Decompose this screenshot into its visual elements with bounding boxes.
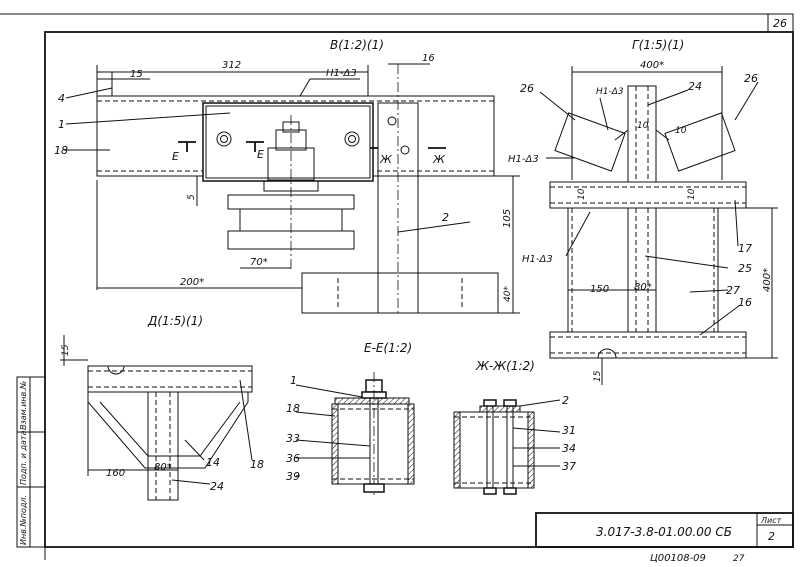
view-g-weld-note-2: Н1-Δ3 bbox=[508, 154, 539, 165]
stamp-vzam-inv: Взам.инв.№ bbox=[19, 381, 28, 430]
view-g-callout-25: 25 bbox=[738, 262, 752, 275]
view-v-dim-40: 40* bbox=[503, 286, 513, 302]
view-d-dim-15: 15 bbox=[61, 344, 71, 356]
stamp-podp-data: Подп. и дата bbox=[19, 430, 28, 485]
section-ee: Е-Е(1:2) bbox=[295, 341, 415, 496]
section-zhzh-callout-37: 37 bbox=[562, 460, 576, 473]
section-ee-callout-1: 1 bbox=[290, 374, 297, 387]
section-ee-callout-39: 39 bbox=[286, 470, 300, 483]
view-d-title: Д(1:5)(1) bbox=[147, 314, 203, 328]
sheet-frame bbox=[0, 13, 794, 560]
view-d-callout-18: 18 bbox=[250, 458, 264, 471]
view-d: Д(1:5)(1) bbox=[60, 314, 253, 501]
view-v-dim-5: 5 bbox=[187, 194, 197, 200]
view-g-dim-10-c: 10 bbox=[577, 188, 587, 200]
view-v-callout-2: 2 bbox=[442, 211, 449, 224]
title-block bbox=[535, 512, 794, 548]
bottom-code: Ц00108-09 bbox=[650, 553, 706, 564]
view-v-dim-15: 15 bbox=[130, 69, 143, 80]
view-g: Г(1:5)(1) bbox=[539, 38, 778, 385]
view-d-dim-160: 160 bbox=[106, 468, 125, 479]
view-v: В(1:2)(1) bbox=[64, 38, 520, 314]
view-v-title: В(1:2)(1) bbox=[330, 38, 384, 52]
section-ee-callout-33: 33 bbox=[286, 432, 300, 445]
document-code: 3.017-3.8-01.00.00 СБ bbox=[596, 525, 732, 539]
view-g-dim-15: 15 bbox=[593, 370, 603, 382]
view-g-callout-27: 27 bbox=[726, 284, 740, 297]
view-d-callout-24: 24 bbox=[210, 480, 224, 493]
view-g-dim-400-top: 400* bbox=[640, 60, 664, 71]
stamp-inv-podl: Инв.№подл. bbox=[19, 495, 28, 545]
section-zhzh-title: Ж-Ж(1:2) bbox=[475, 359, 535, 373]
view-v-callout-4: 4 bbox=[58, 92, 65, 105]
view-g-dim-150: 150 bbox=[590, 284, 609, 295]
view-v-dim-312: 312 bbox=[222, 60, 241, 71]
section-ee-callout-18: 18 bbox=[286, 402, 300, 415]
section-mark-e-right: Е bbox=[257, 148, 264, 161]
view-g-title: Г(1:5)(1) bbox=[632, 38, 684, 52]
section-zhzh: Ж-Ж(1:2) bbox=[453, 359, 561, 495]
sheet-label: Лист bbox=[760, 516, 782, 525]
view-g-callout-16: 16 bbox=[738, 296, 752, 309]
view-v-callout-18: 18 bbox=[54, 144, 68, 157]
view-g-dim-10-d: 10 bbox=[687, 188, 697, 200]
view-g-callout-26-left: 26 bbox=[520, 82, 534, 95]
view-v-dim-70: 70* bbox=[250, 257, 268, 268]
section-mark-zh-right: Ж bbox=[432, 153, 446, 166]
view-g-callout-17: 17 bbox=[738, 242, 752, 255]
view-g-dim-400-right: 400* bbox=[762, 268, 773, 292]
bottom-page: 27 bbox=[733, 554, 745, 564]
view-v-callout-1: 1 bbox=[58, 118, 65, 131]
view-v-weld-note: Н1-Δ3 bbox=[326, 68, 357, 79]
view-g-dim-10-b: 10 bbox=[675, 126, 687, 136]
view-v-dim-105: 105 bbox=[502, 209, 513, 228]
view-d-callout-14: 14 bbox=[206, 456, 220, 469]
section-mark-zh-left: Ж bbox=[379, 153, 393, 166]
section-zhzh-callout-31: 31 bbox=[562, 424, 576, 437]
page-corner-number: 26 bbox=[773, 17, 787, 30]
sheet-number: 2 bbox=[768, 530, 775, 543]
view-g-dim-10-a: 10 bbox=[637, 121, 649, 131]
section-zhzh-callout-2: 2 bbox=[562, 394, 569, 407]
view-g-callout-26-right: 26 bbox=[744, 72, 758, 85]
section-mark-e-left: Е bbox=[172, 150, 179, 163]
view-v-dim-200: 200* bbox=[180, 277, 204, 288]
section-zhzh-callout-34: 34 bbox=[562, 442, 576, 455]
view-g-dim-80: 80* bbox=[634, 282, 652, 293]
view-g-weld-note-3: Н1-Δ3 bbox=[522, 254, 553, 265]
side-stamp: Инв.№подл. Подп. и дата Взам.инв.№ bbox=[16, 376, 46, 548]
view-g-callout-24: 24 bbox=[688, 80, 702, 93]
view-g-weld-note-1: Н1-Δ3 bbox=[596, 87, 624, 97]
section-ee-title: Е-Е(1:2) bbox=[364, 341, 412, 355]
section-ee-callout-36: 36 bbox=[286, 452, 300, 465]
view-d-dim-80: 80* bbox=[154, 462, 172, 473]
view-v-dim-16: 16 bbox=[422, 53, 435, 64]
